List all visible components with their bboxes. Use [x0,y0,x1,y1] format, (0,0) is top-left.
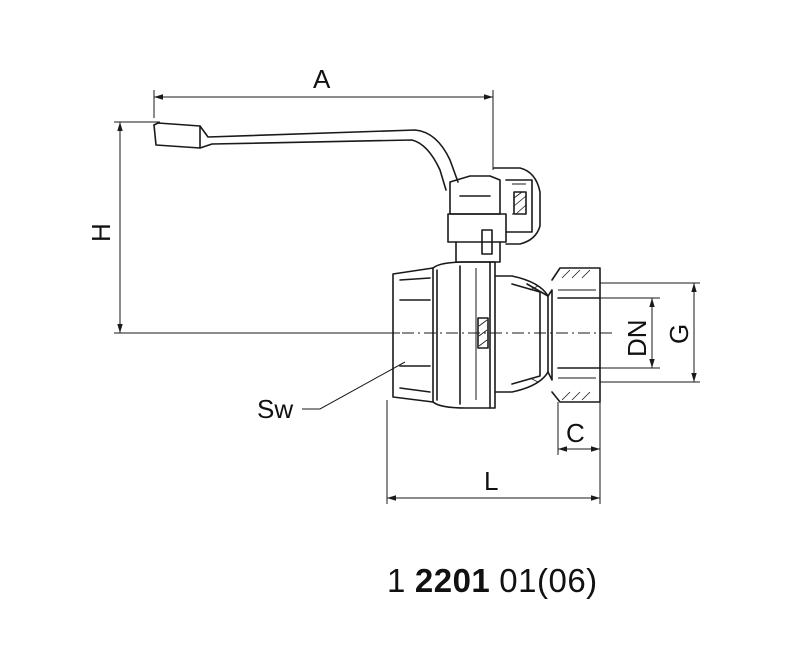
threaded-end [551,267,601,403]
label-l: L [484,466,498,496]
valve-body [392,261,553,409]
lever-handle [153,122,459,191]
dimension-a: A [153,64,494,170]
dimension-g: G [600,282,700,383]
label-a: A [313,64,331,94]
label-g: G [664,324,694,344]
caption-prefix: 1 [387,562,406,599]
label-c: C [566,418,585,448]
label-h: H [86,223,116,242]
dimension-l: L [386,400,601,504]
dimension-c: C [557,402,601,455]
label-sw-leader: Sw [257,361,406,424]
dimension-dn: DN [600,297,660,369]
caption-suffix: 01(06) [499,562,598,599]
label-dn: DN [622,319,652,357]
dimension-h: H [86,121,400,334]
caption-code: 2201 [414,562,491,599]
label-sw: Sw [257,394,293,424]
valve-stem [447,167,541,263]
